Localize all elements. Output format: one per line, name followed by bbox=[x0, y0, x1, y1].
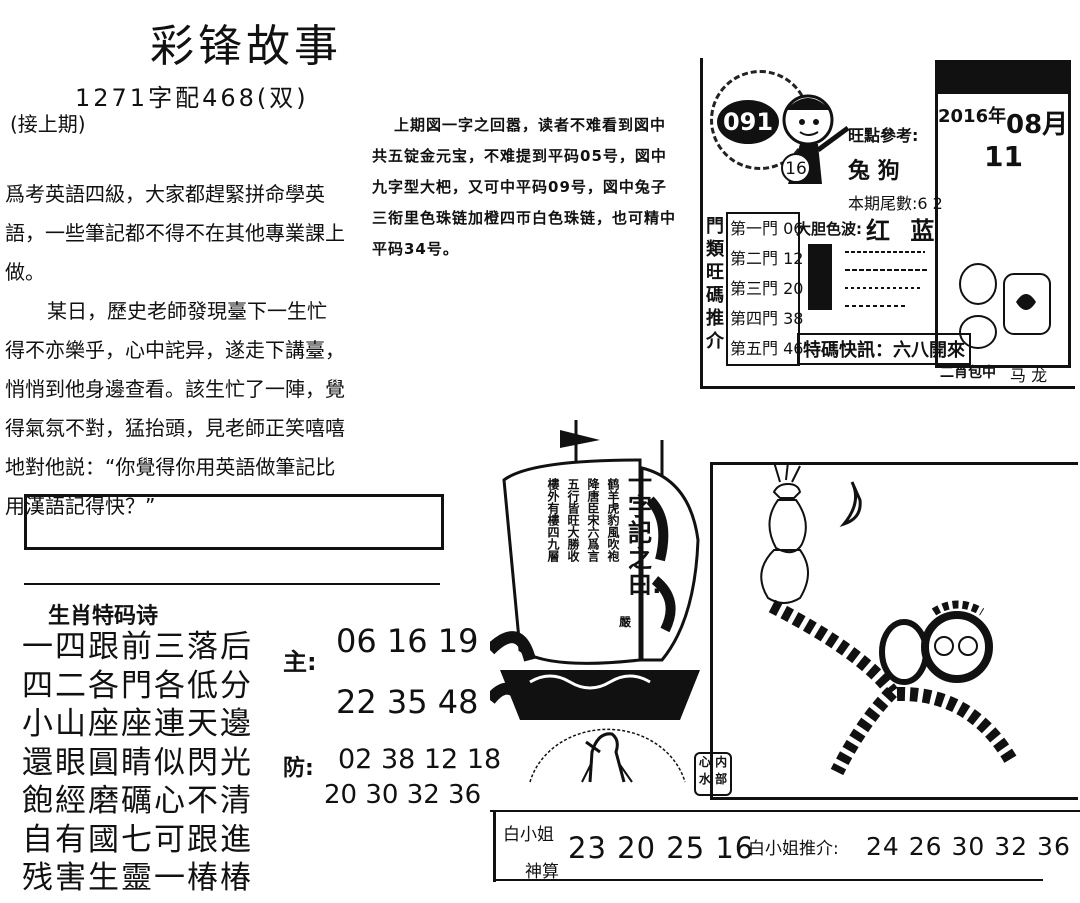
story-paragraph: 爲考英語四級，大家都趕緊拼命學英語，一些筆記都不得不在其他專業課上做。 bbox=[5, 182, 345, 284]
door-number: 12 bbox=[783, 249, 804, 268]
empty-frame bbox=[24, 494, 444, 550]
ship-poem-title: 一字記之曰: bbox=[628, 467, 662, 599]
logo-number: 091 bbox=[717, 100, 779, 144]
door-row: 第一門 06 bbox=[728, 214, 803, 244]
poem-line: 還眼圓睛似閃光 bbox=[22, 744, 253, 781]
door-category-label: 門類旺碼推介 bbox=[706, 216, 724, 352]
hot-tag-label: 旺點參考: bbox=[848, 126, 919, 145]
door-label: 第二門 bbox=[730, 249, 779, 268]
continued-label: (接上期) bbox=[10, 112, 86, 136]
calendar-footer-right: 马 龙 bbox=[1010, 366, 1048, 385]
sailing-ship-icon bbox=[490, 420, 700, 720]
zodiac-poem: 一四跟前三落后 四二各門各低分 小山座座連天邊 還眼圓睛似閃光 飽經磨礪心不清 … bbox=[22, 628, 253, 898]
ship-poem-column: 降唐臣宋六爲言 bbox=[586, 478, 600, 562]
poem-line: 四二各門各低分 bbox=[22, 667, 253, 704]
heart-stamp-line: 水 部 bbox=[698, 772, 728, 786]
calendar-footer-left: 二肖包中 bbox=[940, 365, 996, 381]
ship-poem-columns: 鹤羊虎豹風吹袍 降唐臣宋六爲言 五行皆旺大勝收 樓外有樓四九層 bbox=[532, 478, 622, 608]
tail-number-label: 本期尾數:6 2 bbox=[848, 194, 943, 213]
door-list: 第一門 06 第二門 12 第三門 20 第四門 38 第五門 46 bbox=[726, 212, 803, 366]
badge-number: 16 bbox=[785, 159, 807, 179]
page-title: 彩锋故事 bbox=[150, 21, 342, 72]
door-label: 第四門 bbox=[730, 309, 779, 328]
recommend-label: 白小姐推介: bbox=[748, 839, 839, 859]
door-number: 20 bbox=[783, 279, 804, 298]
door-label: 第五門 bbox=[730, 339, 779, 358]
subtitle: 1271字配468(双) bbox=[75, 84, 309, 112]
guard-picks-line: 20 30 32 36 bbox=[324, 780, 482, 810]
heart-stamp-line: 心 内 bbox=[698, 755, 728, 769]
quick-tip: 特碼快訊：六八開來 bbox=[797, 333, 971, 365]
calendar-year: 2016年 bbox=[938, 106, 1007, 127]
poem-line: 小山座座連天邊 bbox=[22, 706, 253, 742]
poem-line: 自有國七可跟進 bbox=[22, 821, 253, 858]
guard-picks-label: 防: bbox=[283, 756, 314, 781]
door-row: 第三門 20 bbox=[728, 274, 803, 304]
ship-poem-column: 樓外有樓四九層 bbox=[546, 478, 560, 562]
calendar-header-bar bbox=[935, 60, 1068, 94]
bottom-strip-left-rule bbox=[493, 810, 496, 882]
main-picks-line: 06 16 19 bbox=[336, 622, 479, 660]
mascot-icon bbox=[959, 263, 1051, 349]
poem-line: 一四跟前三落后 bbox=[22, 629, 253, 665]
ship-poem-column: 五行皆旺大勝收 bbox=[566, 478, 580, 562]
scribble-text-icon bbox=[845, 251, 927, 307]
name-label: 白小姐 bbox=[503, 825, 554, 845]
door-row: 第二門 12 bbox=[728, 244, 803, 274]
puzzle-note: 上期図一字之回嚣，读者不难看到図中共五锭金元宝，不难提到平码05号，図中九字型大… bbox=[372, 110, 677, 265]
main-picks-label: 主: bbox=[283, 648, 317, 676]
ship-poem-column: 鹤羊虎豹風吹袍 bbox=[606, 478, 620, 562]
recommend-numbers: 24 26 30 32 36 bbox=[866, 832, 1071, 861]
main-picks-line: 22 35 48 bbox=[336, 683, 479, 721]
puzzle-note-paragraph: 上期図一字之回嚣，读者不难看到図中共五锭金元宝，不难提到平码05号，図中九字型大… bbox=[372, 116, 677, 258]
horse-seal-icon bbox=[529, 728, 686, 783]
door-row: 第四門 38 bbox=[728, 304, 803, 334]
cartoon-boy-icon: 16 bbox=[781, 94, 850, 184]
door-label: 第一門 bbox=[730, 219, 779, 238]
color-wave-value: 红 蓝 bbox=[866, 217, 941, 245]
tip-panel bbox=[700, 58, 1075, 389]
divider bbox=[24, 583, 440, 585]
black-block bbox=[808, 244, 832, 310]
art-frame bbox=[710, 462, 1078, 800]
color-wave-label: 大胆色波: bbox=[796, 220, 862, 238]
guard-picks-line: 02 38 12 18 bbox=[338, 744, 502, 775]
door-row: 第五門 46 bbox=[728, 334, 803, 364]
heart-stamp: 心 内 水 部 bbox=[694, 752, 732, 796]
story-text: 爲考英語四級，大家都趕緊拼命學英語，一些筆記都不得不在其他專業課上做。 某日，歷… bbox=[5, 175, 345, 526]
door-number: 06 bbox=[783, 219, 804, 238]
gourd-snake-art bbox=[760, 462, 1019, 776]
door-number: 38 bbox=[783, 309, 804, 328]
ship-poem-character: 嚴 bbox=[619, 615, 632, 629]
calendar-day: 11 bbox=[984, 140, 1023, 173]
bottom-strip-bottom-rule bbox=[493, 879, 1043, 881]
calc-numbers: 23 20 25 16 bbox=[568, 831, 755, 865]
poem-line: 残害生靈一椿椿 bbox=[22, 860, 253, 896]
calendar-month: 08月 bbox=[1006, 110, 1069, 140]
door-label: 第三門 bbox=[730, 279, 779, 298]
hot-zodiac: 兔 狗 bbox=[848, 159, 900, 184]
poem-line: 飽經磨礪心不清 bbox=[22, 783, 253, 819]
story-paragraph: 某日，歷史老師發現臺下一生忙得不亦樂乎，心中詫异，遂走下講臺，悄悄到他身邊查看。… bbox=[5, 299, 345, 518]
bottom-strip-top-rule bbox=[490, 810, 1080, 812]
poem-title: 生肖特码诗 bbox=[48, 604, 159, 629]
calc-label: 神算 bbox=[525, 862, 559, 882]
